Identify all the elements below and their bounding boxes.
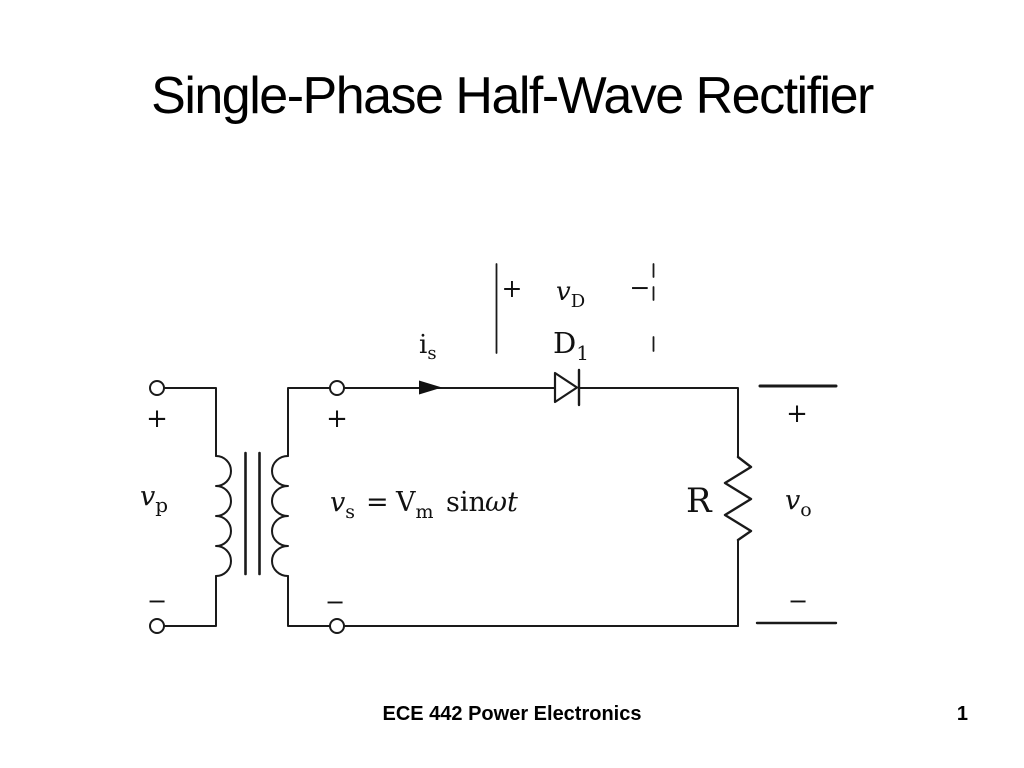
source-current-label: is: [419, 330, 437, 364]
resistor-zigzag: [723, 455, 753, 542]
terminal-secondary-top: [329, 380, 345, 396]
footer-course-title: ECE 442 Power Electronics: [382, 703, 642, 725]
terminal-primary-bottom: [149, 618, 165, 634]
wire-primary-bottom: [163, 575, 217, 627]
secondary-minus-label: −: [325, 588, 345, 616]
terminal-secondary-bottom: [329, 618, 345, 634]
wire-secondary-bottom: [287, 575, 331, 627]
output-voltage-label: vo: [785, 485, 812, 521]
terminal-primary-top: [149, 380, 165, 396]
output-plus-label: +: [786, 399, 808, 429]
output-minus-label: −: [788, 587, 808, 615]
wire-primary-top: [163, 387, 217, 457]
diode-name-label: D1: [553, 326, 589, 365]
primary-winding: [215, 455, 232, 577]
current-arrow: [419, 380, 442, 395]
footer-page-number: 1: [956, 703, 968, 725]
primary-plus-label: +: [146, 404, 168, 434]
slide-title: Single-Phase Half-Wave Rectifier: [151, 67, 874, 125]
primary-voltage-label: vp: [140, 481, 168, 517]
diode-triangle: [553, 371, 579, 404]
diode-bracket-minus-label: −: [630, 273, 651, 302]
wire-secondary-top: [287, 387, 331, 457]
secondary-plus-label: +: [326, 404, 348, 434]
diode-voltage-label: vD: [556, 277, 585, 312]
diode-bracket-plus-label: +: [502, 274, 523, 303]
secondary-winding: [271, 455, 289, 577]
resistor-label: R: [686, 481, 713, 521]
primary-minus-label: −: [147, 587, 167, 615]
wire-diode-to-load: [578, 387, 739, 458]
